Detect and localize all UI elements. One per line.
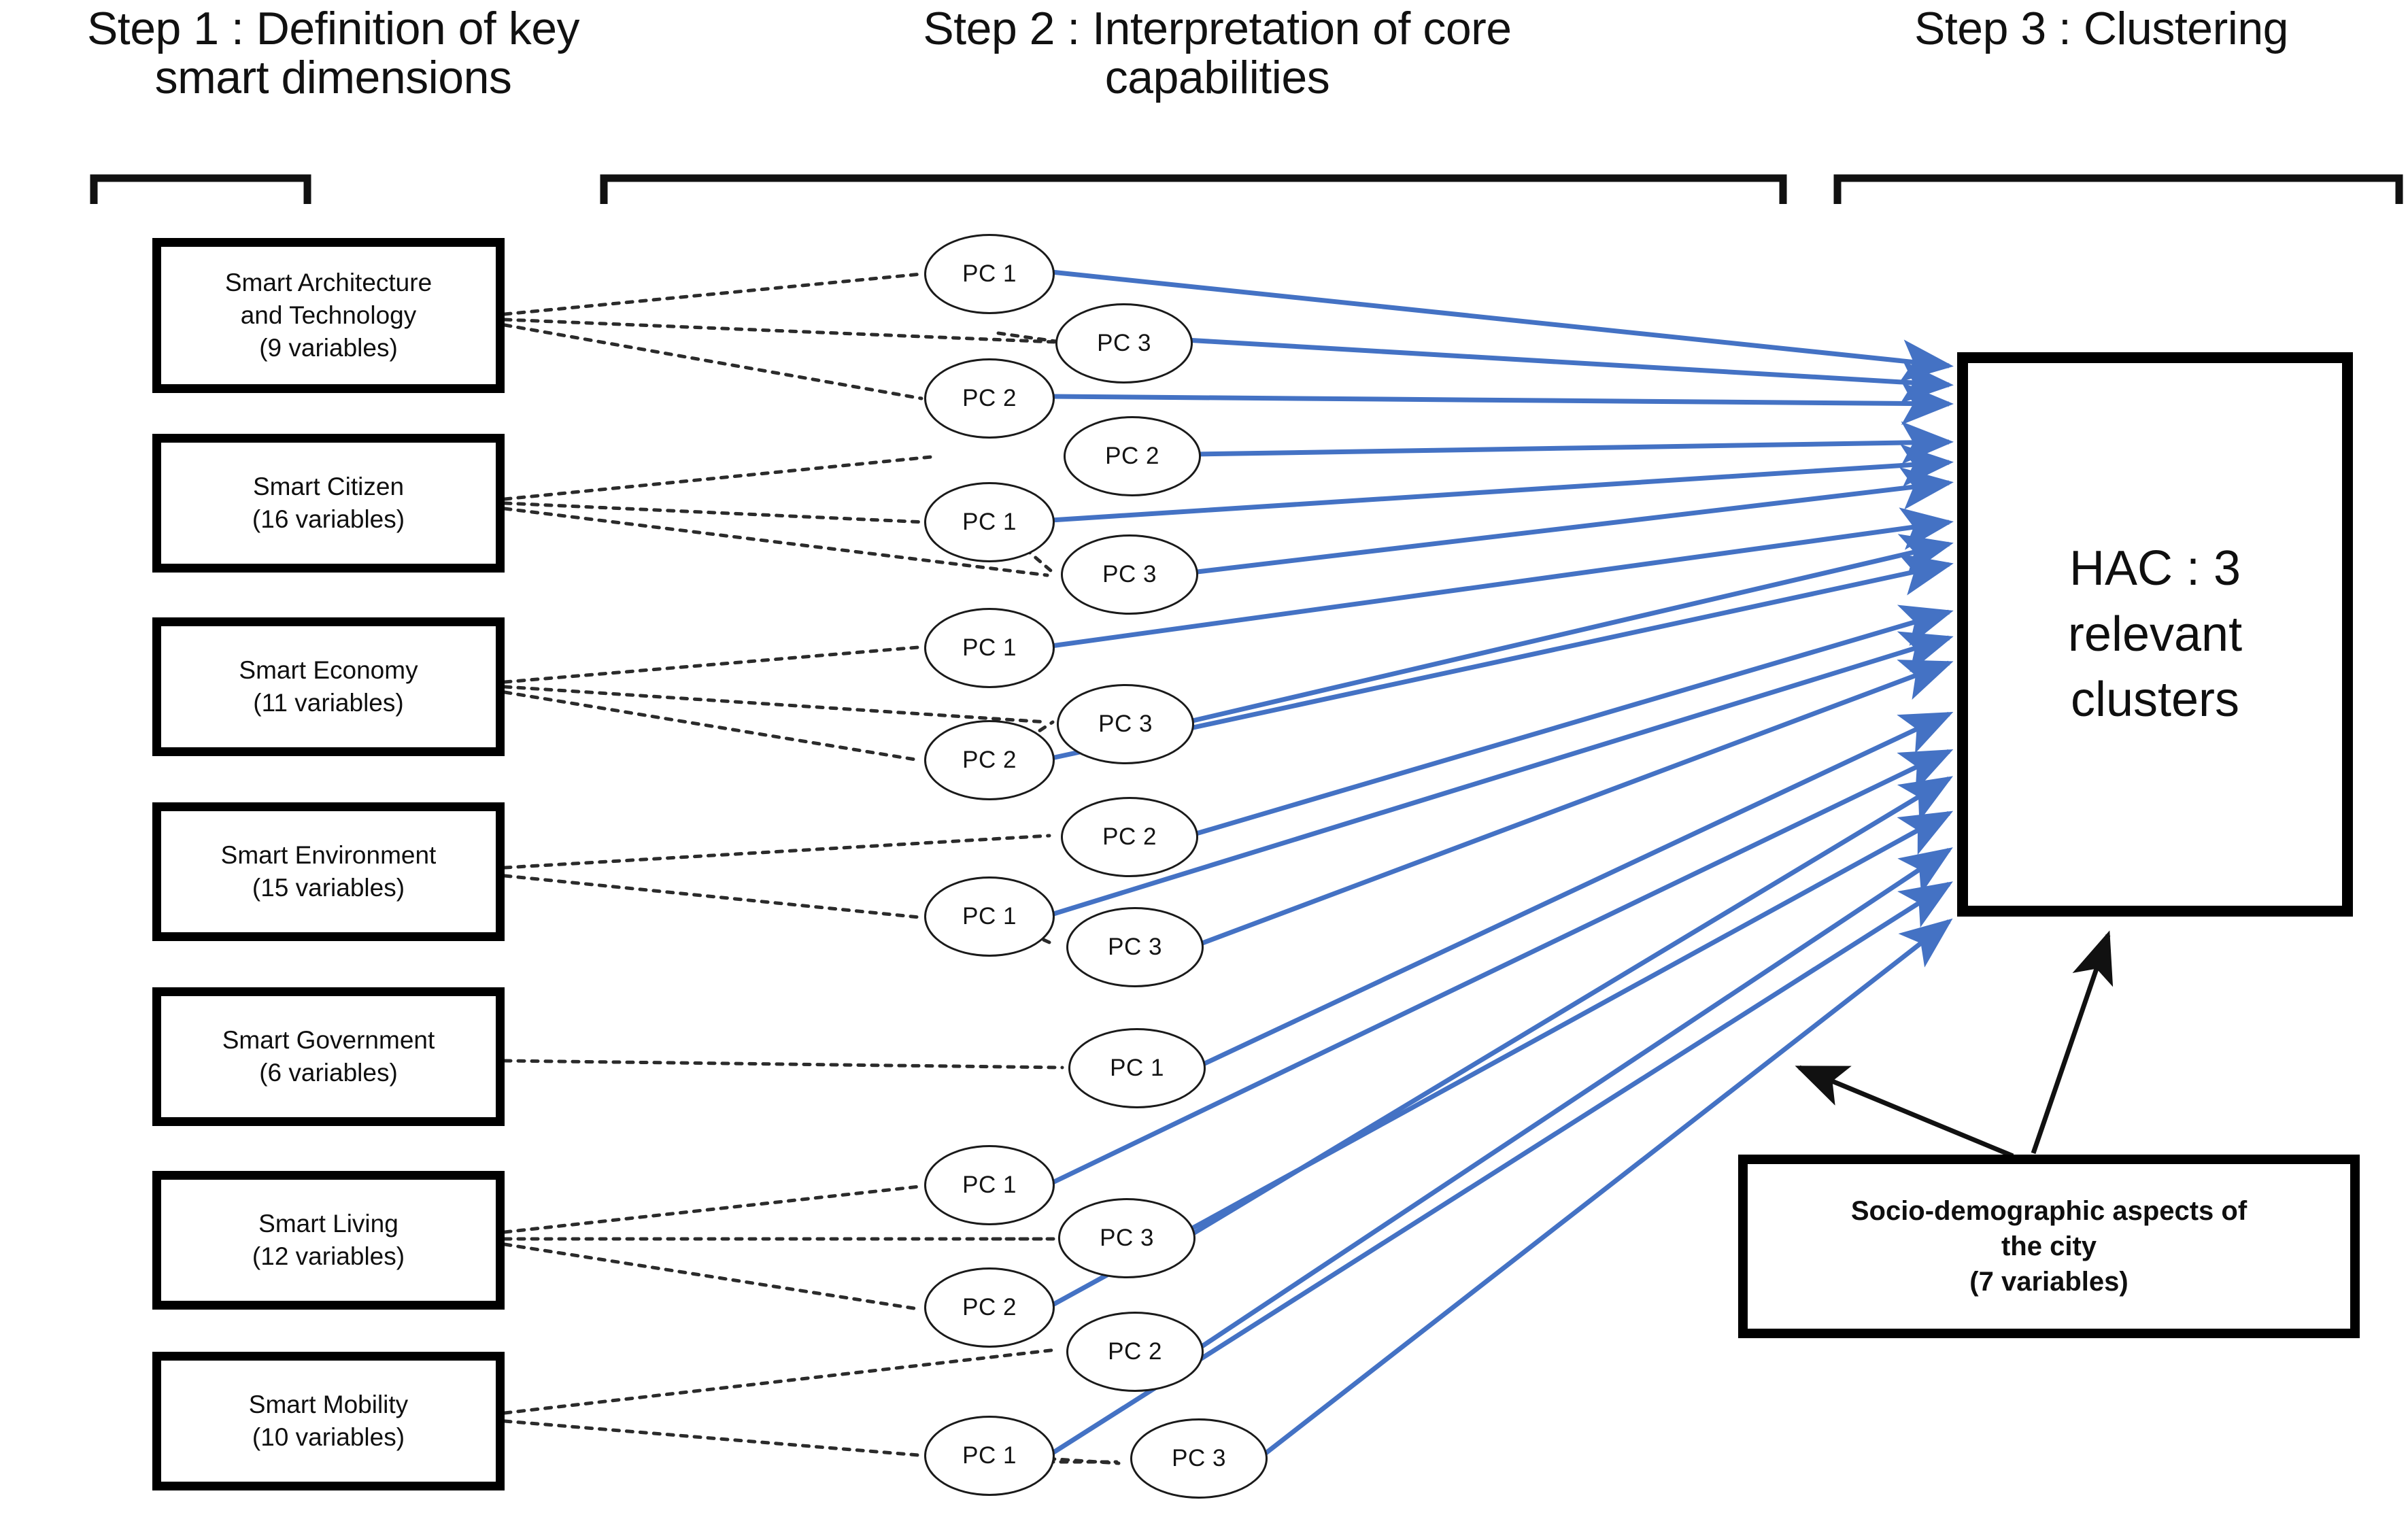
pc-node-living-pc3[interactable]: PC 3 (1058, 1198, 1195, 1278)
pc-node-econ-pc2[interactable]: PC 2 (924, 720, 1055, 800)
arrow-11 (1050, 631, 1954, 917)
hac-result-box[interactable]: HAC : 3 relevant clusters (1957, 352, 2353, 917)
arrow-3 (1051, 381, 1954, 425)
pc-node-env-pc1[interactable]: PC 1 (924, 876, 1055, 957)
pc-node-citizen-pc2[interactable]: PC 2 (1064, 416, 1201, 496)
socio-to-flow-arrow (1795, 1065, 2014, 1159)
link-env-pc1 (503, 874, 921, 919)
dimension-box-smart-citizen[interactable]: Smart Citizen (16 variables) (152, 434, 505, 573)
step-brackets (90, 174, 2403, 204)
arrow-12 (1195, 660, 1954, 948)
pc-node-mob-pc2[interactable]: PC 2 (1066, 1312, 1204, 1392)
arrow-8 (1186, 534, 1954, 725)
dimension-box-smart-mobility[interactable]: Smart Mobility (10 variables) (152, 1352, 505, 1490)
step-3-title: Step 3 : Clustering (1914, 3, 2288, 54)
pc-node-living-pc2[interactable]: PC 2 (924, 1267, 1055, 1348)
pc-node-citizen-pc3[interactable]: PC 3 (1061, 534, 1198, 615)
pc-node-env-pc3[interactable]: PC 3 (1066, 907, 1204, 987)
pc-node-living-pc1[interactable]: PC 1 (924, 1145, 1055, 1225)
arrow-6 (1191, 466, 1954, 575)
link-econ-pc3 (503, 685, 1049, 724)
arrow-4 (1194, 421, 1954, 464)
pc-node-arch-pc3[interactable]: PC 3 (1055, 303, 1193, 383)
dimension-box-smart-living[interactable]: Smart Living (12 variables) (152, 1171, 505, 1310)
pc-node-mob-pc3[interactable]: PC 3 (1130, 1418, 1268, 1499)
dimension-box-smart-economy[interactable]: Smart Economy (11 variables) (152, 617, 505, 756)
arrow-2 (1185, 337, 1954, 404)
pc-node-citizen-pc1[interactable]: PC 1 (924, 482, 1055, 562)
pc-node-gov-pc1[interactable]: PC 1 (1068, 1028, 1206, 1108)
pc-node-econ-pc1[interactable]: PC 1 (924, 608, 1055, 688)
arrow-10 (1191, 604, 1954, 838)
link-mob-pc1 (503, 1419, 920, 1457)
pc-node-arch-pc1[interactable]: PC 1 (924, 234, 1055, 314)
dimension-box-smart-architecture-and-technology[interactable]: Smart Architecture and Technology (9 var… (152, 238, 505, 393)
pc-node-arch-pc2[interactable]: PC 2 (924, 358, 1055, 439)
socio-arrows (1795, 930, 2114, 1159)
pc-node-env-pc2[interactable]: PC 2 (1061, 797, 1198, 877)
step-2-bracket (600, 174, 1787, 204)
pc-node-mob-pc1[interactable]: PC 1 (924, 1416, 1055, 1496)
link-arch-pc3 (503, 318, 1057, 344)
step-2-title: Step 2 : Interpretation of core capabili… (923, 3, 1512, 104)
socio-demographic-box[interactable]: Socio-demographic aspects of the city (7… (1738, 1155, 2360, 1338)
link-gov-pc1 (503, 1059, 1064, 1070)
arrow-13 (1198, 711, 1954, 1069)
step-1-bracket (90, 174, 311, 204)
dimension-box-smart-environment[interactable]: Smart Environment (15 variables) (152, 802, 505, 941)
socio-to-hac-arrow (2031, 930, 2114, 1155)
pc-node-econ-pc3[interactable]: PC 3 (1057, 684, 1194, 764)
step-3-bracket (1833, 174, 2403, 204)
dimension-box-smart-government[interactable]: Smart Government (6 variables) (152, 987, 505, 1126)
step-1-title: Step 1 : Definition of key smart dimensi… (86, 3, 580, 104)
link-citizen-pc1 (503, 501, 928, 524)
